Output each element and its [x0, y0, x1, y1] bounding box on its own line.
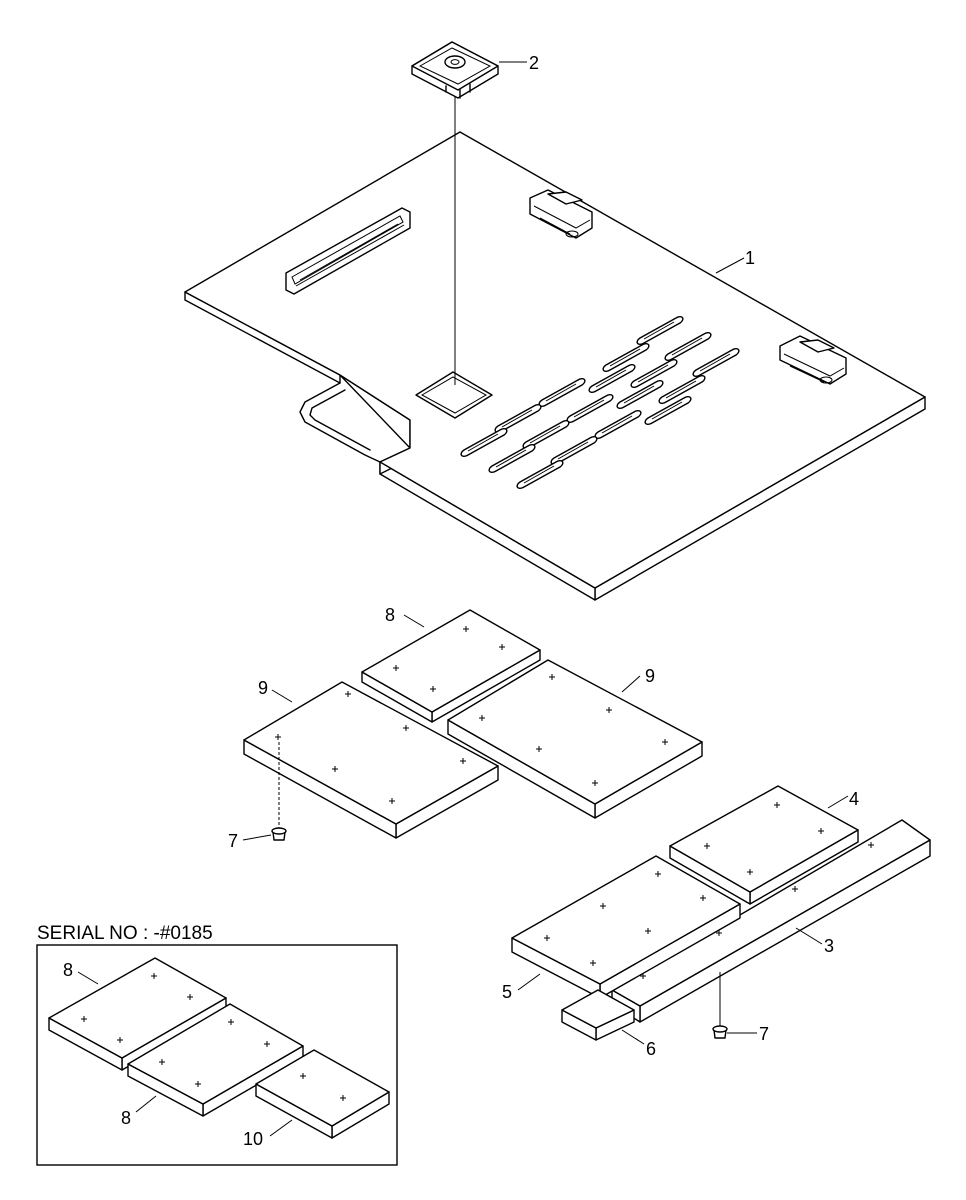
inset-foam-pad-8-mid [127, 1003, 304, 1117]
vent-slot-inner [609, 348, 641, 367]
callout-labels: 2 1 8 9 9 7 4 3 5 6 7 SERIAL NO : -#0185… [37, 53, 859, 1149]
vent-slot-inner [671, 337, 703, 356]
clip-bracket-upper [529, 189, 593, 239]
callout-9-left: 9 [258, 678, 268, 698]
callout-7-left: 7 [228, 831, 238, 851]
inset-foam-pad-8-top [48, 957, 227, 1071]
vent-slot-inner [651, 401, 683, 420]
foam-pad-part-9-left [243, 681, 499, 839]
vent-slot-inner [501, 409, 533, 428]
callout-2: 2 [529, 53, 539, 73]
base-plate-part-1 [184, 131, 926, 601]
callout-7-right: 7 [759, 1024, 769, 1044]
foam-pad-part-5 [511, 855, 741, 999]
foam-pad-part-8 [361, 609, 541, 723]
vent-slot-inner [495, 449, 527, 468]
vent-slot-inner [637, 364, 669, 383]
vent-slot-inner [529, 425, 561, 444]
serial-inset [36, 944, 398, 1166]
vent-slot-inner [573, 399, 605, 418]
vent-slot-inner [643, 321, 675, 340]
inset-foam-pad-10 [255, 1049, 390, 1139]
mounting-recess [415, 371, 493, 419]
serial-number-label: SERIAL NO : -#0185 [37, 923, 213, 944]
vent-slot-inner [557, 441, 589, 460]
vent-slot-inner [545, 383, 577, 402]
callout-8-main: 8 [385, 605, 395, 625]
screw-part-7-right [712, 972, 728, 1039]
vent-slot-inner [623, 385, 655, 404]
foam-pad-part-4 [669, 785, 859, 905]
vent-slot-inner [601, 415, 633, 434]
vent-slot-inner [595, 369, 627, 388]
speaker-part-2 [411, 41, 499, 385]
screw-part-7-left [271, 742, 287, 841]
vent-slot-inner [467, 433, 499, 452]
vent-slots [460, 316, 740, 489]
vent-slot-inner [665, 380, 697, 399]
callout-4: 4 [849, 789, 859, 809]
callout-10: 10 [243, 1129, 263, 1149]
callout-8-inset-bottom: 8 [121, 1108, 131, 1128]
foam-pad-part-9-right [447, 659, 703, 819]
foam-block-part-6 [561, 989, 635, 1041]
callout-8-inset-top: 8 [63, 960, 73, 980]
callout-9-right: 9 [645, 666, 655, 686]
callout-6: 6 [646, 1039, 656, 1059]
callout-3: 3 [824, 936, 834, 956]
leader-lines [77, 61, 849, 1137]
slot-bracket [285, 207, 411, 295]
vent-slot-inner [523, 465, 555, 484]
clip-bracket-lower [779, 335, 847, 385]
callout-1: 1 [745, 248, 755, 268]
callout-5: 5 [502, 982, 512, 1002]
vent-slot-inner [699, 353, 731, 372]
